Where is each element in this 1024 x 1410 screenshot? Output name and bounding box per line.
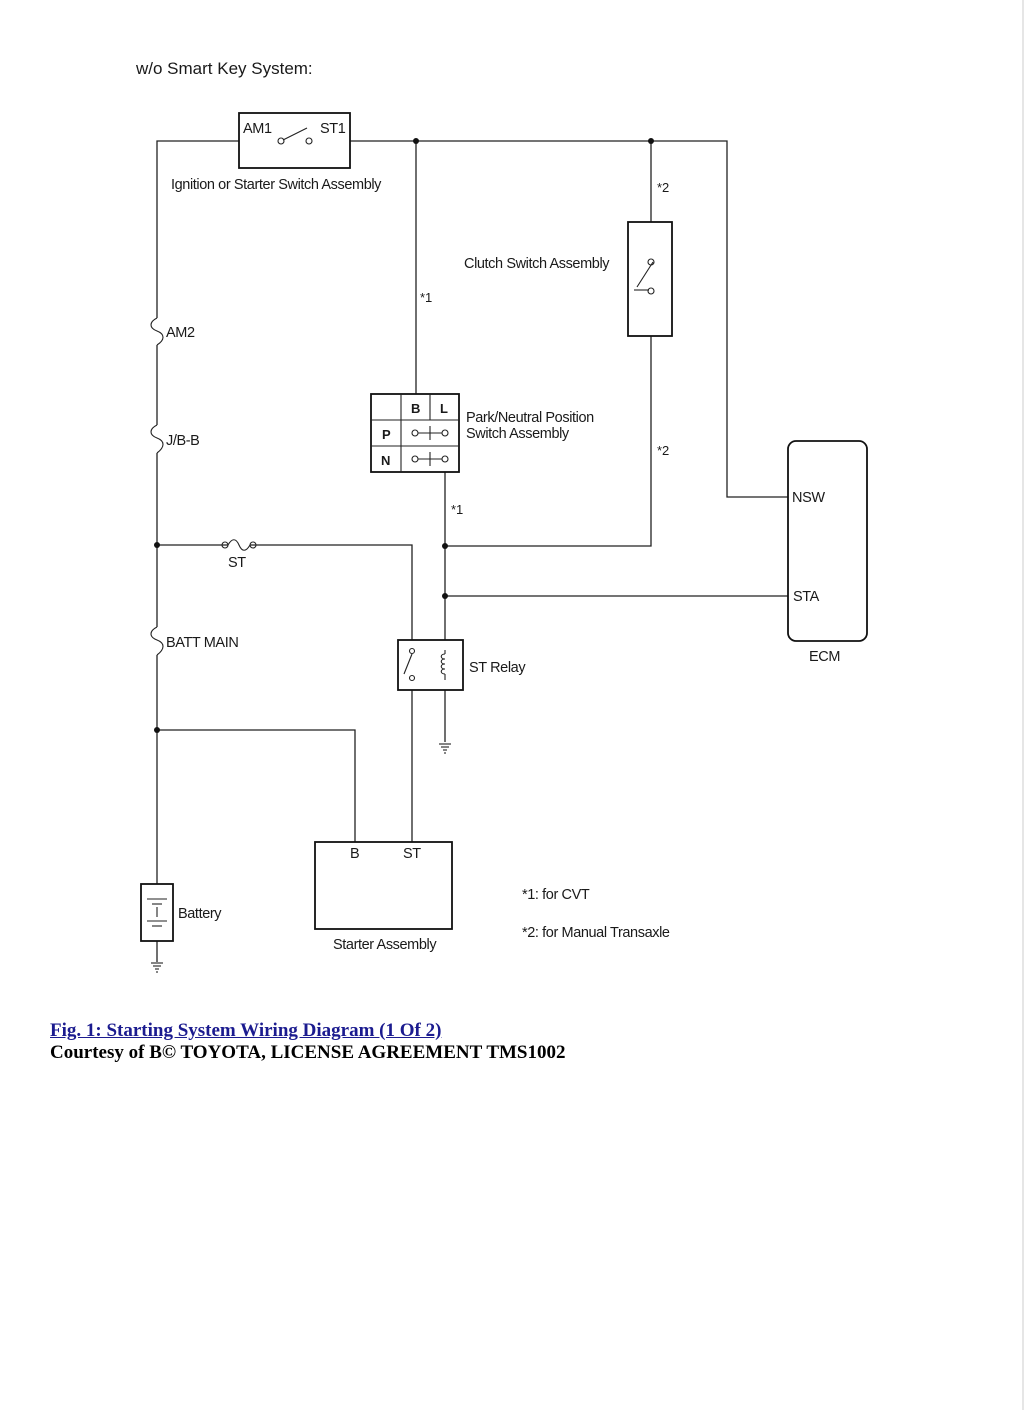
marker-2-bottom: *2: [657, 443, 669, 458]
ecm-nsw-label: NSW: [792, 490, 825, 506]
pnp-label-line1: Park/Neutral Position: [466, 410, 594, 426]
ecm-sta-label: STA: [793, 589, 820, 605]
ignition-am1-label: AM1: [243, 121, 272, 137]
battery: Battery: [140, 883, 223, 942]
battery-label: Battery: [178, 906, 222, 922]
ignition-switch-label: Ignition or Starter Switch Assembly: [171, 177, 382, 193]
fuse-am2: AM2: [150, 317, 195, 346]
diagram-heading: w/o Smart Key System:: [135, 59, 313, 78]
marker-1-bottom: *1: [451, 502, 463, 517]
starting-system-wiring-diagram: w/o Smart Key System: AM1 ST1 I: [135, 59, 868, 973]
starter-assembly: B ST Starter Assembly: [314, 841, 453, 953]
ecm: NSW STA ECM: [787, 440, 868, 665]
fuse-jbb-label: J/B-B: [166, 433, 199, 449]
wire-network: [156, 140, 788, 962]
clutch-switch-assembly: Clutch Switch Assembly: [464, 221, 673, 337]
ground-relay: [439, 743, 451, 754]
page-edge: [1022, 0, 1024, 1410]
marker-1-top: *1: [420, 290, 432, 305]
ground-battery: [151, 962, 163, 973]
ignition-switch-assembly: AM1 ST1 Ignition or Starter Switch Assem…: [171, 112, 383, 193]
fuse-st-label: ST: [228, 555, 246, 571]
ignition-st1-label: ST1: [320, 121, 346, 137]
st-relay-label: ST Relay: [469, 660, 526, 676]
pnp-label-line2: Switch Assembly: [466, 426, 570, 442]
note-cvt: *1: for CVT: [522, 887, 590, 903]
park-neutral-position-switch: B L P N Park/Neutral Position Switch Ass…: [370, 393, 595, 473]
pnp-p-label: P: [382, 427, 391, 442]
pnp-n-label: N: [381, 453, 390, 468]
figure-caption-link[interactable]: Fig. 1: Starting System Wiring Diagram (…: [50, 1020, 442, 1041]
courtesy-text: Courtesy of B© TOYOTA, LICENSE AGREEMENT…: [50, 1042, 566, 1063]
starter-st-label: ST: [403, 846, 421, 862]
starter-label: Starter Assembly: [333, 937, 437, 953]
starter-b-label: B: [350, 846, 359, 862]
st-relay: ST Relay: [397, 639, 527, 691]
fuse-am2-label: AM2: [166, 325, 195, 341]
clutch-switch-label: Clutch Switch Assembly: [464, 256, 610, 272]
fuse-st: ST: [221, 539, 257, 571]
note-manual-transaxle: *2: for Manual Transaxle: [522, 925, 670, 941]
pnp-l-label: L: [440, 401, 448, 416]
fuse-batt-main-label: BATT MAIN: [166, 635, 238, 651]
fuse-jbb: J/B-B: [150, 424, 200, 454]
junction-dots: [154, 138, 654, 733]
fuse-batt-main: BATT MAIN: [150, 626, 239, 656]
ecm-label: ECM: [809, 649, 840, 665]
pnp-b-label: B: [411, 401, 420, 416]
marker-2-top: *2: [657, 180, 669, 195]
